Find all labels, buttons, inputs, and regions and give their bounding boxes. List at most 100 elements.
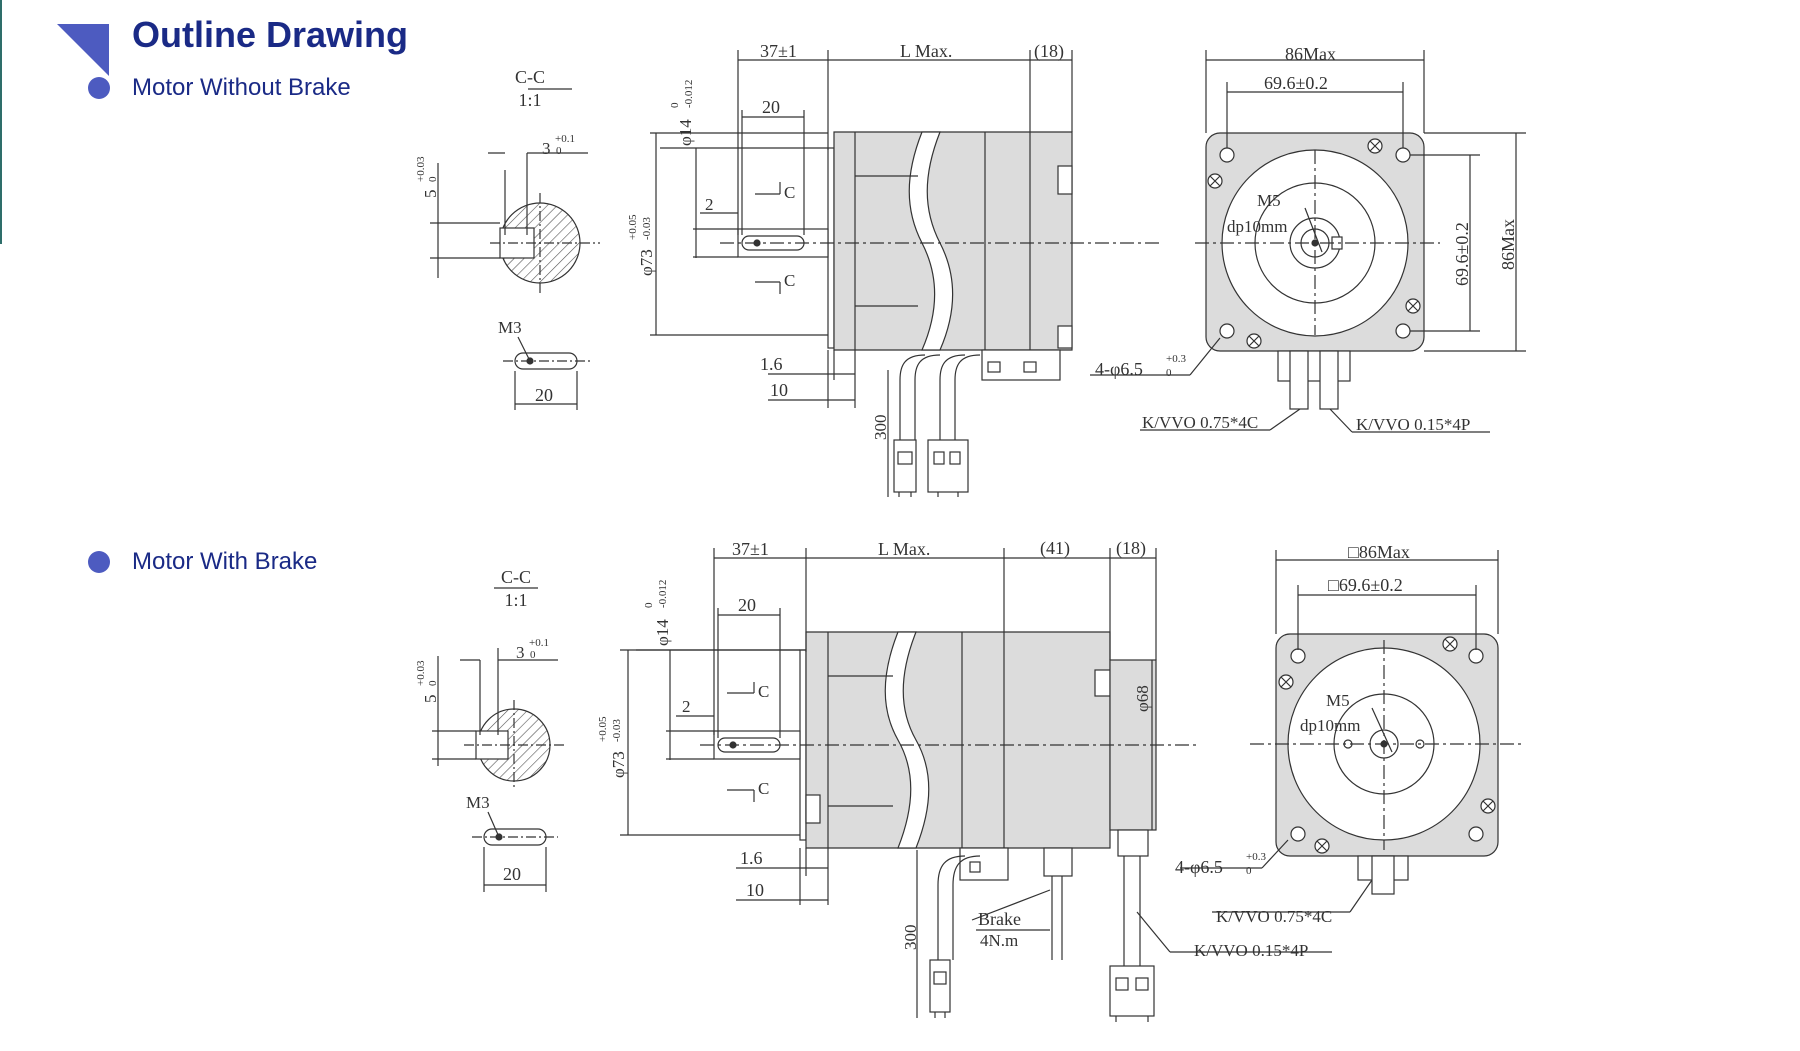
brake-torque-label: 4N.m [980, 931, 1018, 950]
key-depth-tol: +0.03 [415, 660, 427, 686]
section-view-cc [430, 88, 600, 410]
power-cable [937, 855, 981, 960]
tapped-hole-label: M5 [1257, 191, 1281, 210]
brake-connector [1043, 847, 1073, 877]
section-scale: 1:1 [518, 90, 541, 110]
key-width-dim: 3 [516, 643, 525, 662]
pilot-length-dim: 10 [746, 880, 764, 900]
section-bullet-icon [88, 77, 110, 99]
power-cable-label: K/VVO 0.75*4C [1142, 413, 1258, 432]
flange-plate [827, 147, 835, 349]
rear-dia-dim: φ68 [1133, 685, 1152, 712]
key-width-tol: +0.1 [555, 133, 575, 145]
body-break [908, 131, 954, 351]
key-width-tol: +0.1 [529, 637, 549, 649]
frame-size-dim: □86Max [1348, 542, 1410, 562]
tapped-hole-label: M5 [1326, 691, 1350, 710]
section-label-without-brake: Motor Without Brake [132, 74, 351, 101]
frame-size-dim: 86Max [1285, 44, 1336, 64]
encoder-cable [939, 354, 981, 440]
encoder-cable-label: K/VVO 0.15*4P [1194, 941, 1308, 960]
pilot-length-dim: 10 [770, 380, 788, 400]
mount-holes-tol-upper: +0.3 [1246, 851, 1266, 863]
tapped-depth-label: dp10mm [1227, 217, 1287, 236]
rear-length-dim: (18) [1116, 538, 1146, 559]
key-length-dim: 20 [503, 864, 521, 884]
section-scale: 1:1 [504, 590, 527, 610]
brake-cable [1051, 876, 1063, 945]
key-length-dim: 20 [738, 595, 756, 615]
mount-holes-tol-lower: 0 [1246, 865, 1252, 877]
pilot-dia-dim: φ73 [609, 751, 628, 778]
power-cable-label: K/VVO 0.75*4C [1216, 907, 1332, 926]
rear-length-dim: (18) [1034, 41, 1064, 62]
section-cc-label: C-C [501, 567, 531, 587]
key-width-dim: 3 [542, 139, 551, 158]
motor-body [833, 131, 1073, 351]
mount-holes-dim: 4-φ6.5 [1175, 857, 1223, 877]
body-length-dim: L Max. [900, 41, 952, 61]
key-depth-dim: 5 [421, 695, 440, 704]
pilot-dia-tol-upper: +0.05 [627, 214, 639, 240]
key-width-tol2: 0 [530, 649, 536, 661]
bolt-spacing-dim: □69.6±0.2 [1328, 575, 1403, 595]
pilot-dia-tol-lower: -0.03 [611, 719, 623, 742]
mount-hole [1395, 147, 1411, 163]
key-depth-tol: +0.03 [415, 156, 427, 182]
mount-holes-dim: 4-φ6.5 [1095, 359, 1143, 379]
section-mark-lower: C [784, 271, 795, 290]
mount-holes-tol-upper: +0.3 [1166, 353, 1186, 365]
shaft-length-dim: 37±1 [732, 539, 769, 559]
side-view-with-brake [620, 548, 1332, 1022]
front-view-no-brake [1090, 50, 1526, 433]
key-offset-dim: 2 [682, 697, 691, 716]
body-length-dim: L Max. [878, 539, 930, 559]
left-edge-rule [0, 0, 2, 244]
mount-hole [1468, 826, 1484, 842]
shaft-dia-tol-upper: 0 [643, 602, 655, 608]
bolt-spacing-dim: 69.6±0.2 [1264, 73, 1328, 93]
key-offset-dim: 2 [705, 195, 714, 214]
front-view-with-brake [1180, 550, 1525, 913]
key-length-dim: 20 [535, 385, 553, 405]
mount-holes-tol-lower: 0 [1166, 367, 1172, 379]
cable-exit [1277, 350, 1351, 382]
section-view-cc [432, 587, 566, 892]
key-thread-label: M3 [498, 318, 522, 337]
frame-size-vertical-dim: 86Max [1498, 219, 1518, 270]
mount-hole [1290, 648, 1306, 664]
mount-hole [1395, 323, 1411, 339]
shaft-dia-dim: φ14 [676, 119, 695, 146]
brake-length-dim: (41) [1040, 538, 1070, 559]
mount-hole [1468, 648, 1484, 664]
key-depth-tol2: 0 [427, 680, 439, 686]
connector-block [959, 847, 1009, 881]
mount-hole [1290, 826, 1306, 842]
section-label-with-brake: Motor With Brake [132, 548, 318, 575]
encoder-connector [1117, 829, 1149, 857]
key-thread-label: M3 [466, 793, 490, 812]
shaft-dia-tol-lower: -0.012 [657, 580, 669, 608]
cable-length-dim: 300 [901, 925, 920, 951]
key-length-dim: 20 [762, 97, 780, 117]
cable-length-dim: 300 [871, 415, 890, 441]
shaft-dia-tol-upper: 0 [669, 102, 681, 108]
mount-hole [1219, 147, 1235, 163]
section-cc-label: C-C [515, 67, 545, 87]
key-width-tol2: 0 [556, 145, 562, 157]
encoder-cable [1123, 856, 1141, 970]
flange-thickness-dim: 1.6 [760, 354, 783, 374]
section-mark-upper: C [758, 682, 769, 701]
flange-thickness-dim: 1.6 [740, 848, 763, 868]
corner-triangle-icon [57, 24, 109, 76]
shaft-dia-tol-lower: -0.012 [683, 80, 695, 108]
mount-hole [1219, 323, 1235, 339]
brake-label: Brake [978, 909, 1021, 929]
shaft-dia-dim: φ14 [653, 619, 672, 646]
bolt-spacing-vertical-dim: 69.6±0.2 [1452, 222, 1472, 286]
encoder-cable-label: K/VVO 0.15*4P [1356, 415, 1470, 434]
page-title: Outline Drawing [132, 14, 409, 55]
tapped-depth-label: dp10mm [1300, 716, 1360, 735]
